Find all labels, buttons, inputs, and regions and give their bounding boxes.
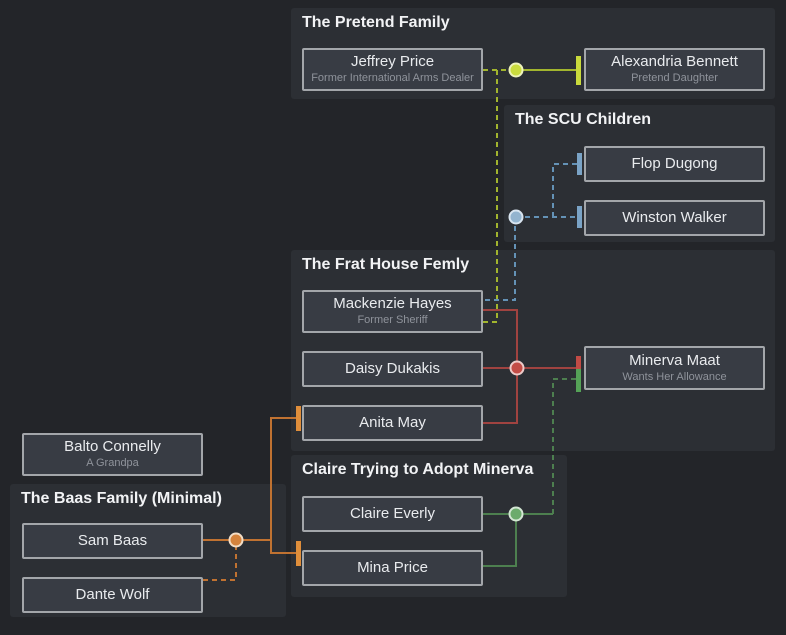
person-name: Mackenzie Hayes bbox=[333, 295, 452, 313]
person-name: Minerva Maat bbox=[629, 351, 720, 369]
person-name: Daisy Dukakis bbox=[344, 360, 441, 377]
group-title-scu-children: The SCU Children bbox=[515, 111, 652, 128]
person-subtitle: Former International Arms Dealer bbox=[311, 72, 474, 85]
pretend-union-node[interactable] bbox=[508, 62, 524, 78]
group-title-frat-house: The Frat House Femly bbox=[302, 256, 470, 273]
frat-union-node[interactable] bbox=[509, 360, 525, 376]
person-card-dante-wolf[interactable]: Dante Wolf bbox=[22, 577, 203, 613]
group-title-claire-adopt: Claire Trying to Adopt Minerva bbox=[302, 461, 534, 478]
person-subtitle: A Grandpa bbox=[86, 457, 139, 470]
person-card-winston-walker[interactable]: Winston Walker bbox=[584, 200, 765, 236]
person-name: Anita May bbox=[359, 414, 426, 431]
person-subtitle: Former Sheriff bbox=[357, 314, 428, 327]
person-name: Dante Wolf bbox=[75, 586, 150, 603]
person-name: Mina Price bbox=[357, 559, 428, 576]
person-name: Alexandria Bennett bbox=[611, 53, 738, 71]
person-subtitle: Pretend Daughter bbox=[631, 72, 718, 85]
person-card-flop-dugong[interactable]: Flop Dugong bbox=[584, 146, 765, 182]
person-name: Sam Baas bbox=[77, 532, 148, 549]
group-title-baas-family: The Baas Family (Minimal) bbox=[21, 490, 222, 507]
person-card-anita-may[interactable]: Anita May bbox=[302, 405, 483, 441]
scu-union-node[interactable] bbox=[508, 209, 524, 225]
baas-union-node[interactable] bbox=[228, 532, 244, 548]
person-card-daisy-dukakis[interactable]: Daisy Dukakis bbox=[302, 351, 483, 387]
group-title-pretend-family: The Pretend Family bbox=[302, 14, 450, 31]
person-name: Balto Connelly bbox=[64, 438, 161, 456]
claire-union-node[interactable] bbox=[508, 506, 524, 522]
person-subtitle: Wants Her Allowance bbox=[622, 370, 727, 383]
person-name: Winston Walker bbox=[622, 209, 727, 226]
person-name: Flop Dugong bbox=[631, 155, 718, 172]
person-name: Claire Everly bbox=[349, 505, 436, 522]
person-card-sam-baas[interactable]: Sam Baas bbox=[22, 523, 203, 559]
person-card-mina-price[interactable]: Mina Price bbox=[302, 550, 483, 586]
person-name: Jeffrey Price bbox=[350, 53, 435, 71]
person-card-claire-everly[interactable]: Claire Everly bbox=[302, 496, 483, 532]
